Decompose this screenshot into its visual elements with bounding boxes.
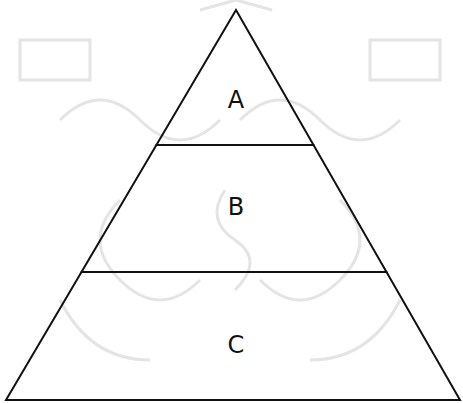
pyramid-band: A	[156, 10, 314, 145]
band-label: C	[228, 333, 245, 357]
pyramid-band: C	[6, 272, 460, 400]
pyramid-band: B	[81, 145, 387, 272]
band-label: A	[228, 88, 244, 112]
band-label: B	[228, 195, 244, 219]
band-outline	[156, 10, 314, 145]
